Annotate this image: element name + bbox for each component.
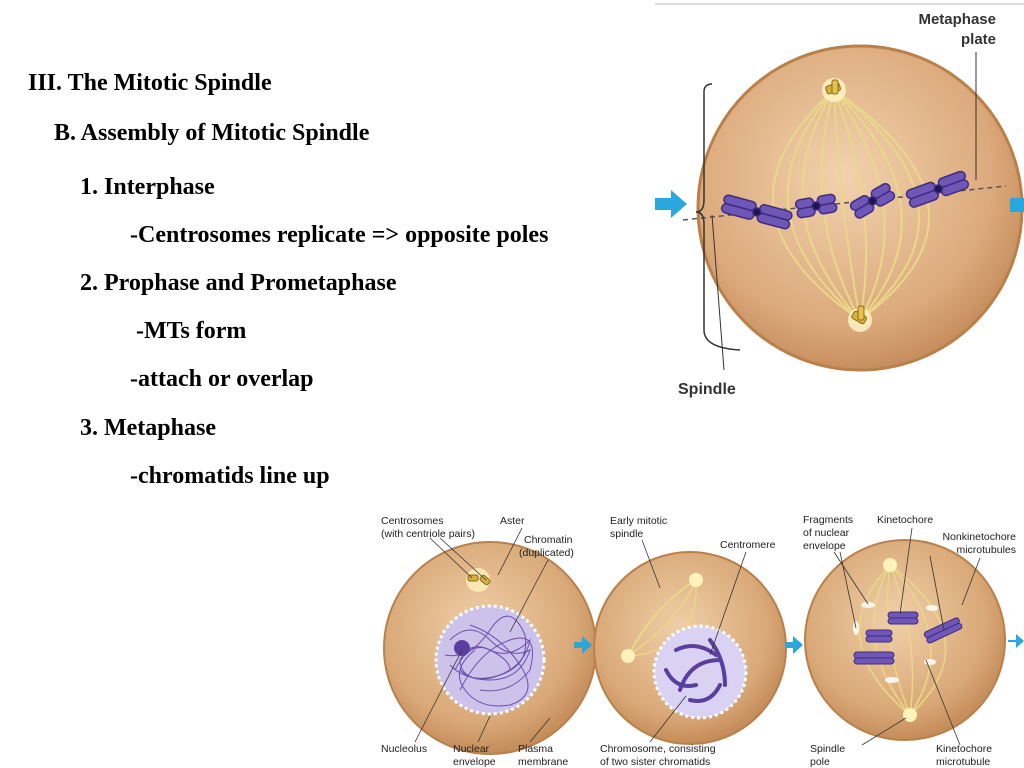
- mitosis-stages-figure: Centrosomes (with centriole pairs) Aster…: [370, 505, 1024, 768]
- metaphase-plate-label-2: plate: [961, 31, 996, 48]
- label-nuclear-envelope: Nuclear: [453, 743, 490, 755]
- label-aster: Aster: [500, 515, 525, 527]
- slide-heading: III. The Mitotic Spindle: [28, 70, 272, 97]
- label-plasma-membrane-2: membrane: [518, 756, 568, 768]
- label-nuclear-envelope-2: envelope: [453, 756, 496, 768]
- label-centrosomes-2: (with centriole pairs): [381, 528, 475, 540]
- item-interphase-detail: -Centrosomes replicate => opposite poles: [130, 222, 548, 249]
- label-kinetochore-mt-2: microtubule: [936, 756, 990, 768]
- label-fragments-2: of nuclear: [803, 527, 850, 539]
- label-nonkinetochore-2: microtubules: [956, 544, 1016, 556]
- item-metaphase-detail: -chromatids line up: [130, 463, 330, 490]
- label-chromatin: Chromatin: [524, 534, 573, 546]
- label-chromosome-2: of two sister chromatids: [600, 756, 710, 768]
- label-chromosome: Chromosome, consisting: [600, 743, 716, 755]
- item-prophase-detail-b: -attach or overlap: [130, 366, 314, 393]
- label-nonkinetochore: Nonkinetochore: [942, 531, 1016, 543]
- label-centromere: Centromere: [720, 539, 776, 551]
- label-nucleolus: Nucleolus: [381, 743, 427, 755]
- label-fragments-3: envelope: [803, 540, 846, 552]
- label-chromatin-2: (duplicated): [519, 547, 574, 559]
- label-early-spindle-2: spindle: [610, 528, 643, 540]
- item-prophase: 2. Prophase and Prometaphase: [80, 270, 396, 297]
- label-fragments: Fragments: [803, 514, 853, 526]
- subheading: B. Assembly of Mitotic Spindle: [54, 120, 369, 147]
- item-metaphase: 3. Metaphase: [80, 415, 216, 442]
- interphase-nucleus: [436, 606, 544, 714]
- nucleolus: [454, 640, 470, 656]
- metaphase-figure: Metaphase plate Spindle: [650, 0, 1024, 410]
- label-kinetochore-mt: Kinetochore: [936, 743, 992, 755]
- arrow-3-icon: [1008, 634, 1024, 648]
- label-plasma-membrane: Plasma: [518, 743, 553, 755]
- label-spindle-pole: Spindle: [810, 743, 845, 755]
- label-centrosomes: Centrosomes: [381, 515, 443, 527]
- arrow-2-icon: [785, 636, 803, 654]
- item-interphase: 1. Interphase: [80, 174, 215, 201]
- label-early-spindle: Early mitotic: [610, 515, 667, 527]
- spindle-label: Spindle: [678, 381, 736, 398]
- arrow-left-icon: [655, 190, 687, 218]
- item-prophase-detail-a: -MTs form: [136, 318, 246, 345]
- metaphase-plate-label: Metaphase: [918, 11, 996, 28]
- label-kinetochore: Kinetochore: [877, 514, 933, 526]
- arrow-right-edge-icon: [1010, 198, 1024, 212]
- label-spindle-pole-2: pole: [810, 756, 830, 768]
- centrosome-top: [822, 78, 846, 102]
